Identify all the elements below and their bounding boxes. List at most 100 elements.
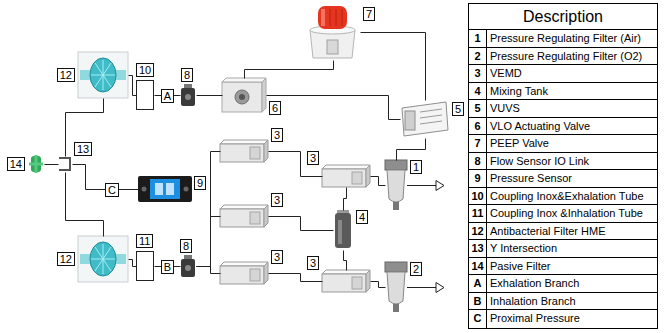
filter-bowl	[387, 272, 405, 304]
vemd-unit	[322, 270, 370, 292]
callout-number: 7	[363, 7, 375, 21]
table-number: 4	[469, 83, 487, 100]
valve-top	[222, 78, 266, 82]
valve-cap	[318, 6, 347, 29]
callout-number: 3	[271, 193, 283, 207]
hme-port	[80, 254, 90, 264]
vemd-top	[220, 262, 268, 266]
table-number: 13	[469, 240, 487, 257]
table-description: Pressure Sensor	[487, 170, 657, 187]
component: 10	[136, 80, 154, 110]
hme-filter	[78, 52, 128, 98]
filter-bowl	[387, 170, 405, 202]
cap-highlight	[321, 9, 325, 26]
component: 8	[180, 255, 196, 277]
vemd-unit	[220, 140, 268, 162]
table-row: 2Pressure Regulating Filter (O2)	[469, 48, 657, 66]
pipe-connector	[245, 61, 334, 79]
vuvs-coil	[405, 111, 415, 130]
vemd-side	[264, 262, 268, 284]
vemd-unit	[220, 205, 268, 227]
table-description: Y Intersection	[487, 240, 657, 257]
hme-port	[80, 70, 90, 80]
table-row: 7PEEP Valve	[469, 135, 657, 153]
table-row: 1Pressure Regulating Filter (Air)	[469, 30, 657, 48]
pipe-connector	[66, 99, 104, 157]
passive-filter-cross	[29, 155, 43, 173]
table-description: Pressure Regulating Filter (Air)	[487, 30, 657, 47]
callout-number: 8	[180, 239, 192, 253]
sensor-port	[185, 94, 191, 100]
callout-number: 3	[271, 250, 283, 264]
sensor-housing	[138, 176, 192, 202]
callout-number: 12	[57, 68, 75, 82]
sensor-button	[142, 187, 147, 192]
callout-number: 3	[307, 151, 319, 165]
supply-line	[407, 185, 436, 186]
vemd-top	[220, 205, 268, 209]
component: 1	[385, 160, 407, 210]
component: 12	[78, 236, 128, 282]
vemd-side	[264, 140, 268, 162]
table-description: Flow Sensor IO Link	[487, 153, 657, 170]
callout-number: 4	[356, 210, 368, 224]
valve-bore-inner	[239, 94, 245, 100]
table-row: 11Coupling Inox &Inhalation Tube	[469, 205, 657, 223]
callout-number: 11	[136, 234, 153, 248]
callout-number: 10	[136, 63, 154, 77]
callout-number: 5	[452, 102, 464, 116]
hme-body	[90, 242, 116, 276]
vemd-side	[366, 270, 370, 292]
component: 14	[28, 154, 44, 174]
table-number: B	[469, 293, 487, 310]
hme-body	[90, 58, 116, 92]
vemd-body	[220, 266, 264, 284]
table-number: A	[469, 275, 487, 292]
hme-frame	[78, 236, 128, 282]
pipe-connector	[197, 267, 221, 274]
table-description: PEEP Valve	[487, 135, 657, 152]
component: 11	[136, 251, 154, 281]
vemd-cap	[352, 277, 362, 289]
coupling-symbol	[137, 252, 154, 281]
table-number: 3	[469, 65, 487, 82]
branch-letter: A	[161, 89, 174, 103]
pipe-connector	[197, 152, 221, 267]
pipe-connector	[45, 164, 59, 165]
vemd-body	[322, 169, 366, 187]
filter-head	[385, 160, 407, 170]
sensor-port	[185, 265, 191, 271]
table-number: C	[469, 310, 487, 328]
vemd-top	[220, 140, 268, 144]
callout-number: 6	[269, 101, 281, 115]
regulator-filter	[385, 160, 407, 210]
table-number: 12	[469, 223, 487, 240]
component: 3	[322, 165, 370, 187]
valve-bore	[235, 90, 249, 104]
callout-number: 12	[57, 252, 75, 266]
flow-sensor	[181, 84, 195, 106]
pipe-connector	[344, 188, 347, 211]
table-number: 10	[469, 188, 487, 205]
hme-frame	[78, 52, 128, 98]
pipe-connector	[361, 33, 426, 101]
inlet-symbol	[436, 283, 444, 293]
inlet-symbol	[436, 181, 444, 191]
tank-highlight	[338, 220, 342, 244]
table-description: Antibacterial Filter HME	[487, 223, 657, 240]
pipe-connector	[371, 177, 386, 186]
table-header: Description	[469, 4, 657, 30]
vemd-side	[264, 205, 268, 227]
table-row: AExhalation Branch	[469, 275, 657, 293]
component: 6	[222, 78, 266, 112]
pipe-connector	[197, 217, 221, 267]
screen-segment	[166, 183, 174, 195]
component: 3	[220, 140, 268, 162]
valve-port	[327, 40, 338, 54]
branch-letter: B	[161, 260, 174, 274]
table-row: 4Mixing Tank	[469, 83, 657, 101]
table-description: VLO Actuating Valve	[487, 118, 657, 135]
sensor-screen	[150, 179, 180, 199]
valve-side	[262, 78, 266, 112]
